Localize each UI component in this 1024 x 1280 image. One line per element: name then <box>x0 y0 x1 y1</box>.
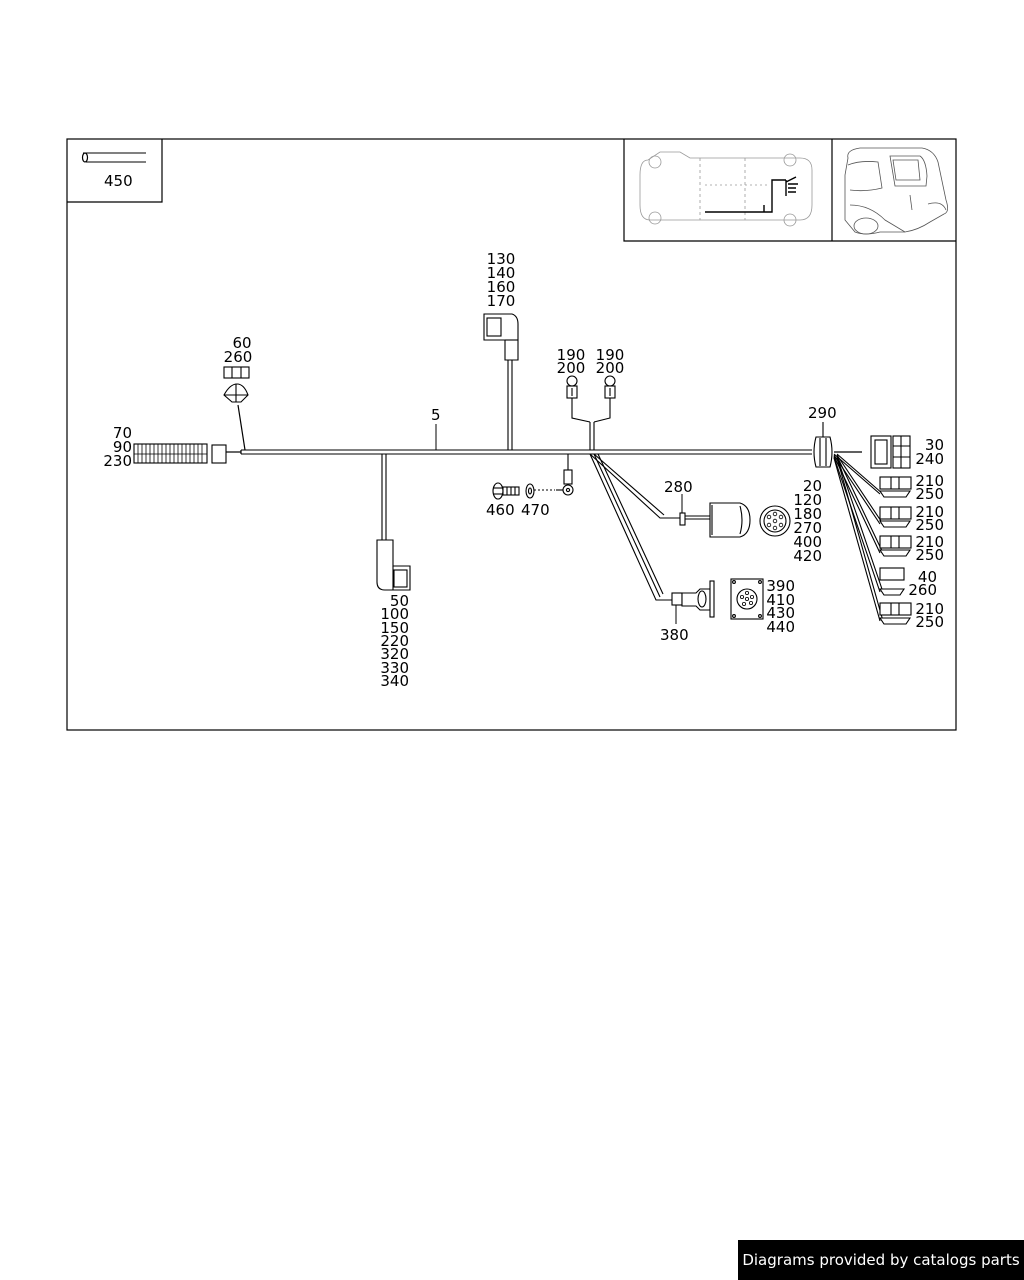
footer-credit: Diagrams provided by catalogs parts <box>738 1240 1024 1280</box>
svg-text:140: 140 <box>487 264 516 282</box>
svg-text:200: 200 <box>557 359 586 377</box>
vehicle-top-view-icon <box>639 151 813 227</box>
callout-460: 460 <box>486 501 515 519</box>
grommet-290 <box>813 422 833 468</box>
svg-text:60: 60 <box>232 334 251 352</box>
svg-text:40: 40 <box>918 568 937 586</box>
callout-210-a: 210 250 <box>915 472 944 503</box>
svg-text:130: 130 <box>487 250 516 268</box>
svg-text:260: 260 <box>224 348 253 366</box>
svg-text:430: 430 <box>766 604 795 622</box>
harness-route-mark <box>705 176 798 213</box>
callout-70: 70 90 230 <box>103 424 132 470</box>
svg-text:20: 20 <box>803 477 822 495</box>
svg-text:90: 90 <box>113 438 132 456</box>
svg-text:100: 100 <box>380 605 409 623</box>
svg-text:210: 210 <box>915 503 944 521</box>
screw-460-icon <box>492 482 520 500</box>
connector-50 <box>376 539 411 591</box>
callout-210-d: 210 250 <box>915 600 944 631</box>
svg-text:230: 230 <box>103 452 132 470</box>
svg-text:400: 400 <box>793 533 822 551</box>
washer-470-icon <box>525 483 555 499</box>
callout-210-b: 210 250 <box>915 503 944 534</box>
callout-20: 20 120 180 270 400 420 <box>793 477 822 565</box>
connector-30 <box>870 435 911 469</box>
ground-terminal <box>556 469 574 496</box>
terminal-210-b <box>878 506 912 528</box>
svg-text:210: 210 <box>915 533 944 551</box>
callout-190-right: 190 200 <box>596 346 625 377</box>
svg-text:260: 260 <box>908 581 937 599</box>
svg-text:170: 170 <box>487 292 516 310</box>
callout-5: 5 <box>431 406 441 424</box>
connector-70 <box>133 443 227 464</box>
terminal-210-c <box>878 535 912 557</box>
svg-text:250: 250 <box>915 546 944 564</box>
legend-part-number: 450 <box>104 172 133 190</box>
terminal-190-left <box>566 375 578 399</box>
svg-text:190: 190 <box>596 346 625 364</box>
main-harness <box>226 360 884 622</box>
svg-text:30: 30 <box>925 436 944 454</box>
svg-text:210: 210 <box>915 600 944 618</box>
terminal-40 <box>878 567 906 596</box>
diagram-frame <box>66 138 957 731</box>
svg-text:390: 390 <box>766 577 795 595</box>
svg-text:440: 440 <box>766 618 795 636</box>
callout-30: 30 240 <box>915 436 944 468</box>
callout-290: 290 <box>808 404 837 422</box>
callout-210-c: 210 250 <box>915 533 944 564</box>
svg-text:120: 120 <box>793 491 822 509</box>
svg-text:210: 210 <box>915 472 944 490</box>
connector-130 <box>483 313 519 361</box>
connector-380 <box>671 578 764 620</box>
svg-text:240: 240 <box>915 450 944 468</box>
callout-40: 40 260 <box>908 568 937 599</box>
wire-sleeve-icon <box>81 152 89 163</box>
svg-text:330: 330 <box>380 659 409 677</box>
terminal-190-right <box>604 375 616 399</box>
svg-text:340: 340 <box>380 672 409 690</box>
callout-130: 130 140 160 170 <box>487 250 516 310</box>
connector-60 <box>223 366 250 403</box>
svg-text:250: 250 <box>915 485 944 503</box>
svg-text:270: 270 <box>793 519 822 537</box>
callout-280: 280 <box>664 478 693 496</box>
svg-text:160: 160 <box>487 278 516 296</box>
callout-190-left: 190 200 <box>557 346 586 377</box>
callout-60: 60 260 <box>224 334 253 366</box>
callout-50: 50 100 150 220 320 330 340 <box>380 592 409 690</box>
svg-text:250: 250 <box>915 613 944 631</box>
svg-text:180: 180 <box>793 505 822 523</box>
terminal-210-d <box>878 602 912 625</box>
legend-box: 450 <box>67 139 163 203</box>
vehicle-top-view-inset <box>623 139 956 242</box>
svg-text:50: 50 <box>390 592 409 610</box>
callout-390: 390 410 430 440 <box>766 577 795 636</box>
terminal-210-a <box>878 476 912 498</box>
callout-380: 380 <box>660 626 689 644</box>
connector-280 <box>679 502 791 538</box>
svg-text:70: 70 <box>113 424 132 442</box>
callout-470: 470 <box>521 501 550 519</box>
svg-text:200: 200 <box>596 359 625 377</box>
svg-text:420: 420 <box>793 547 822 565</box>
svg-text:410: 410 <box>766 591 795 609</box>
svg-text:150: 150 <box>380 619 409 637</box>
svg-text:220: 220 <box>380 632 409 650</box>
vehicle-rear-view-icon <box>844 147 948 235</box>
svg-text:250: 250 <box>915 516 944 534</box>
svg-text:320: 320 <box>380 645 409 663</box>
svg-text:190: 190 <box>557 346 586 364</box>
